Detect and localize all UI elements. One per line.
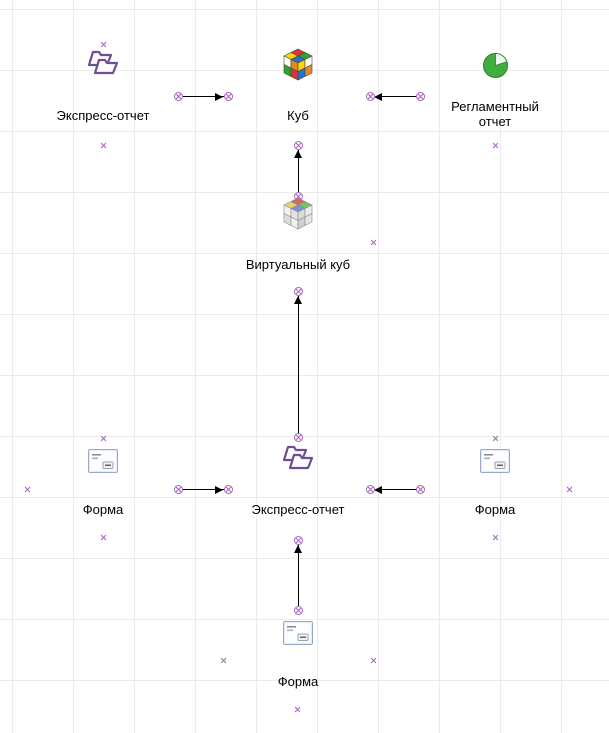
node-label: Регламентный отчет	[451, 99, 539, 129]
arrowhead-icon	[294, 150, 302, 158]
connection-endpoint-icon[interactable]	[416, 92, 425, 101]
node-cube[interactable]: Куб	[248, 47, 348, 123]
anchor-x-icon	[492, 142, 499, 149]
node-label: Куб	[287, 108, 309, 123]
anchor-x-icon	[370, 657, 377, 664]
anchor-x-icon	[100, 435, 107, 442]
node-express-report-middle[interactable]: Экспресс-отчет	[228, 443, 368, 517]
express-report-icon	[84, 48, 122, 80]
form-icon	[88, 449, 118, 473]
edge-line	[182, 489, 224, 490]
connection-endpoint-icon[interactable]	[174, 485, 183, 494]
arrowhead-icon	[294, 296, 302, 304]
virtual-cube-icon	[282, 196, 314, 230]
node-form-bottom[interactable]: Форма	[258, 621, 338, 689]
connection-endpoint-icon[interactable]	[224, 92, 233, 101]
edge-line	[378, 96, 418, 97]
anchor-x-icon	[370, 239, 377, 246]
node-regulated-report[interactable]: Регламентный отчет	[440, 52, 550, 129]
connection-endpoint-icon[interactable]	[294, 536, 303, 545]
node-label: Экспресс-отчет	[56, 108, 150, 123]
arrowhead-icon	[294, 545, 302, 553]
node-label: Форма	[474, 502, 516, 517]
connection-endpoint-icon[interactable]	[174, 92, 183, 101]
node-label: Экспресс-отчет	[251, 502, 345, 517]
arrowhead-icon	[215, 485, 223, 494]
connection-endpoint-icon[interactable]	[366, 485, 375, 494]
node-label: Форма	[82, 502, 124, 517]
arrowhead-icon	[374, 485, 382, 494]
connection-endpoint-icon[interactable]	[294, 287, 303, 296]
form-icon	[480, 449, 510, 473]
anchor-x-icon	[492, 534, 499, 541]
anchor-x-icon	[100, 41, 107, 48]
arrowhead-icon	[374, 92, 382, 101]
arrowhead-icon	[215, 92, 223, 101]
node-virtual-cube[interactable]: Виртуальный куб	[228, 196, 368, 272]
edge-line	[378, 489, 418, 490]
node-label: Форма	[277, 674, 319, 689]
connection-endpoint-icon[interactable]	[416, 485, 425, 494]
anchor-x-icon	[100, 534, 107, 541]
connection-endpoint-icon[interactable]	[294, 141, 303, 150]
anchor-x-icon	[566, 486, 573, 493]
edge-line	[298, 544, 299, 606]
node-form-right[interactable]: Форма	[455, 449, 535, 517]
anchor-x-icon	[24, 486, 31, 493]
anchor-x-icon	[492, 435, 499, 442]
regulated-report-icon	[482, 52, 509, 79]
anchor-x-icon	[100, 142, 107, 149]
connection-endpoint-icon[interactable]	[224, 485, 233, 494]
anchor-x-icon	[220, 657, 227, 664]
node-express-report-top[interactable]: Экспресс-отчет	[33, 48, 173, 123]
connection-endpoint-icon[interactable]	[294, 433, 303, 442]
connection-endpoint-icon[interactable]	[366, 92, 375, 101]
connection-endpoint-icon[interactable]	[294, 606, 303, 615]
node-form-left[interactable]: Форма	[63, 449, 143, 517]
cube-icon	[282, 47, 314, 81]
edge-line	[298, 295, 299, 434]
anchor-x-icon	[294, 706, 301, 713]
form-icon	[283, 621, 313, 645]
express-report-icon	[279, 443, 317, 475]
edge-line	[298, 149, 299, 193]
edge-line	[182, 96, 224, 97]
node-label: Виртуальный куб	[245, 257, 351, 272]
